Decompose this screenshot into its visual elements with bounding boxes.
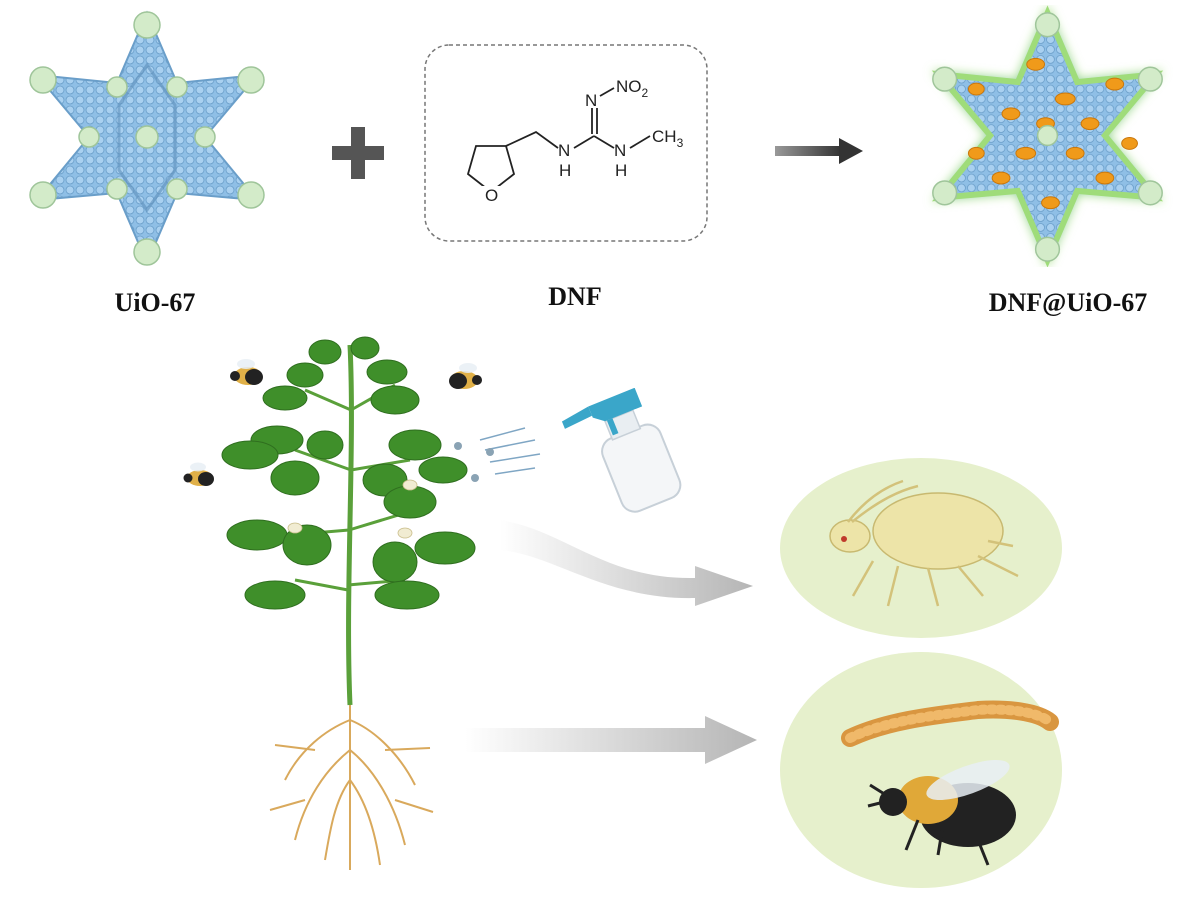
- nh-right-h-text: H: [615, 161, 627, 180]
- nh-left-h-text: H: [559, 161, 571, 180]
- spray-mist-icon: [450, 420, 550, 490]
- earthworm-icon: [841, 700, 1059, 747]
- dnf-uio67-label: DNF@UiO-67: [988, 288, 1148, 317]
- dnf-label: DNF: [548, 282, 602, 311]
- uio67-framework-image: [15, 5, 280, 270]
- arrow-to-aphid-icon: [495, 510, 760, 610]
- bumblebee-icon: [867, 760, 1016, 866]
- plus-icon: [330, 125, 386, 181]
- nh-right-n-text: N: [614, 141, 626, 160]
- spray-bottle-icon: [548, 388, 693, 518]
- nontarget-organisms-circle: [778, 650, 1064, 890]
- nh-left-n-text: N: [558, 141, 570, 160]
- aphid-icon: [829, 479, 1019, 607]
- dnf-structure-box: N NO2 N H N H CH3 O: [424, 44, 708, 242]
- bee-icon: [180, 460, 220, 492]
- aphid-target-circle: [778, 456, 1064, 640]
- plant-illustration: [215, 330, 495, 885]
- bee-icon: [226, 356, 270, 390]
- ring-oxygen-text: O: [485, 186, 498, 205]
- uio67-label: UiO-67: [114, 288, 196, 317]
- nitro-n-text: N: [585, 91, 597, 110]
- dnf-uio67-framework-image: [917, 5, 1181, 270]
- nitro-o-text: NO2: [616, 77, 649, 100]
- methyl-text: CH3: [652, 127, 684, 150]
- arrow-to-beneficials-icon: [465, 712, 760, 768]
- bee-icon: [442, 360, 486, 394]
- reaction-arrow-icon: [775, 136, 865, 166]
